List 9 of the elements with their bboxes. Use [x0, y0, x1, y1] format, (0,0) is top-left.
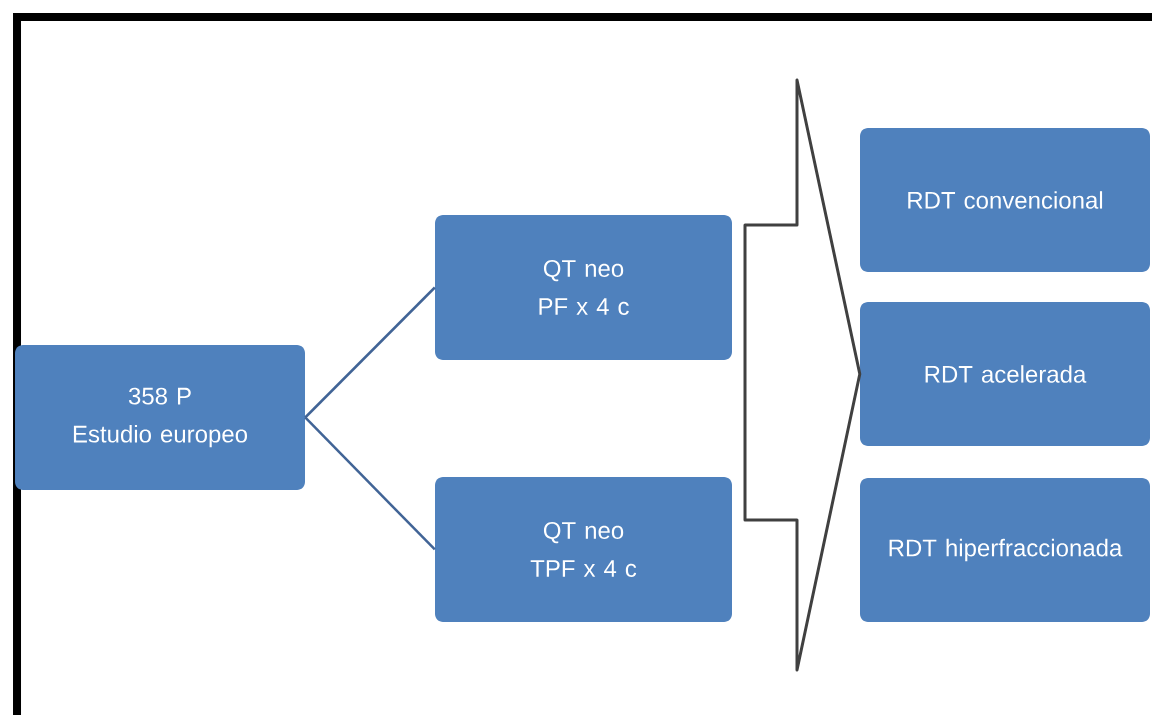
process-box: RDT acelerada	[860, 302, 1150, 446]
block-arrow	[743, 78, 862, 672]
connector-line	[304, 416, 436, 551]
process-box: RDT hiperfraccionada	[860, 478, 1150, 622]
process-box: RDT convencional	[860, 128, 1150, 272]
connector-line	[304, 286, 436, 419]
process-box: QT neo TPF x 4 c	[435, 477, 732, 622]
process-box: QT neo PF x 4 c	[435, 215, 732, 360]
process-box: 358 P Estudio europeo	[15, 345, 305, 490]
